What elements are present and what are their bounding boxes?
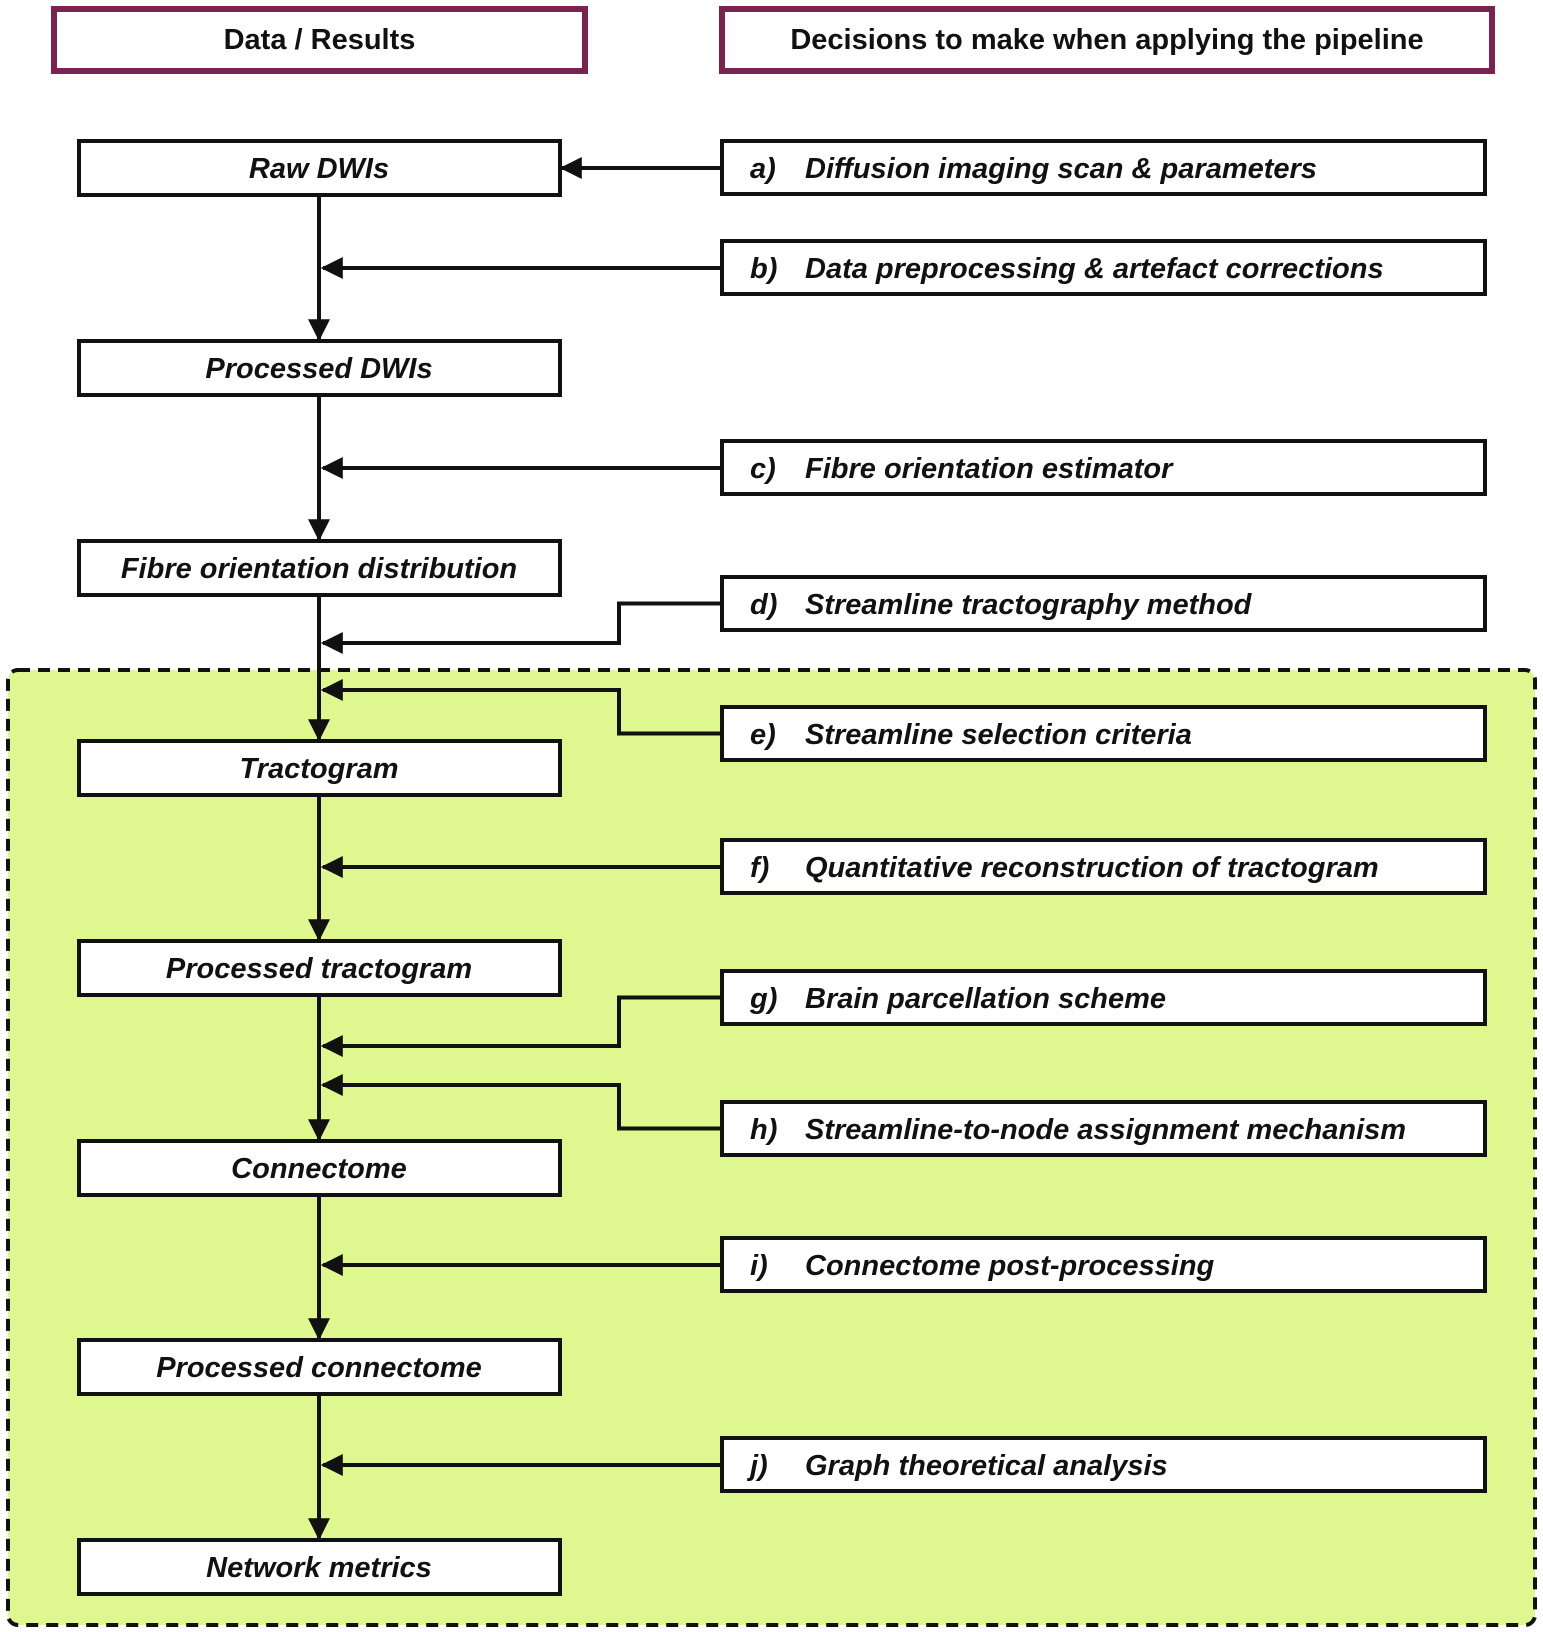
header-decisions: Decisions to make when applying the pipe… bbox=[719, 6, 1495, 74]
header-data-results: Data / Results bbox=[51, 6, 588, 74]
connector-lines bbox=[308, 157, 722, 1541]
data-box-label: Tractogram bbox=[239, 753, 398, 785]
decision-label: Streamline-to-node assignment mechanism bbox=[805, 1114, 1406, 1146]
decision-box-data-preprocessing-artefact-corrections: b) Data preprocessing & artefact correcti… bbox=[720, 239, 1487, 296]
data-box-label: Processed tractogram bbox=[166, 953, 472, 985]
decision-letter: b) bbox=[750, 253, 777, 285]
decision-box-quantitative-reconstruction-of-tractogram: f) Quantitative reconstruction of tractog… bbox=[720, 838, 1487, 895]
data-box-label: Connectome bbox=[231, 1153, 407, 1185]
decision-letter: j) bbox=[746, 1450, 768, 1482]
decision-letter: i) bbox=[750, 1250, 768, 1282]
decision-label: Connectome post-processing bbox=[805, 1250, 1215, 1282]
decision-box-diffusion-imaging-scan-parameters: a) Diffusion imaging scan & parameters bbox=[720, 139, 1487, 196]
decision-connector-d bbox=[320, 601, 722, 654]
header-decisions-label: Decisions to make when applying the pipe… bbox=[790, 24, 1423, 56]
data-box-processed-tractogram: Processed tractogram bbox=[77, 939, 562, 997]
decision-letter: d) bbox=[750, 589, 777, 621]
data-box-raw-dwis: Raw DWIs bbox=[77, 139, 562, 197]
decision-label: Streamline tractography method bbox=[805, 589, 1253, 621]
decision-letter: h) bbox=[750, 1114, 777, 1146]
data-box-fibre-orientation-distribution: Fibre orientation distribution bbox=[77, 539, 562, 597]
data-box-label: Raw DWIs bbox=[249, 153, 389, 185]
data-box-connectome: Connectome bbox=[77, 1139, 562, 1197]
decision-letter: f) bbox=[750, 852, 769, 884]
data-box-processed-connectome: Processed connectome bbox=[77, 1338, 562, 1396]
data-box-network-metrics: Network metrics bbox=[77, 1538, 562, 1596]
data-box-processed-dwis: Processed DWIs bbox=[77, 339, 562, 397]
header-data-results-label: Data / Results bbox=[224, 24, 416, 56]
decision-label: Fibre orientation estimator bbox=[805, 453, 1174, 485]
decision-box-streamline-to-node-assignment-mechanism: h) Streamline-to-node assignment mechanis… bbox=[720, 1100, 1487, 1157]
decision-letter: c) bbox=[750, 453, 776, 485]
decision-label: Brain parcellation scheme bbox=[805, 983, 1166, 1015]
decision-label: Quantitative reconstruction of tractogra… bbox=[805, 852, 1379, 884]
decision-letter: a) bbox=[750, 153, 776, 185]
data-box-label: Fibre orientation distribution bbox=[121, 553, 517, 585]
decision-box-streamline-selection-criteria: e) Streamline selection criteria bbox=[720, 705, 1487, 762]
data-box-label: Processed connectome bbox=[156, 1352, 482, 1384]
decision-label: Data preprocessing & artefact correction… bbox=[805, 253, 1384, 285]
decision-box-connectome-post-processing: i) Connectome post-processing bbox=[720, 1236, 1487, 1293]
decision-label: Diffusion imaging scan & parameters bbox=[805, 153, 1317, 185]
decision-box-streamline-tractography-method: d) Streamline tractography method bbox=[720, 575, 1487, 632]
decision-box-fibre-orientation-estimator: c) Fibre orientation estimator bbox=[720, 439, 1487, 496]
decision-letter: e) bbox=[750, 719, 776, 751]
decision-box-graph-theoretical-analysis: j) Graph theoretical analysis bbox=[720, 1436, 1487, 1493]
decision-letter: g) bbox=[749, 983, 777, 1015]
decision-connector-g bbox=[320, 995, 722, 1057]
data-box-tractogram: Tractogram bbox=[77, 739, 562, 797]
decision-label: Graph theoretical analysis bbox=[805, 1450, 1168, 1482]
decision-box-brain-parcellation-scheme: g) Brain parcellation scheme bbox=[720, 969, 1487, 1026]
decision-label: Streamline selection criteria bbox=[805, 719, 1192, 751]
decision-connector-e bbox=[320, 679, 722, 736]
decision-connector-h bbox=[320, 1074, 722, 1131]
data-box-label: Processed DWIs bbox=[205, 353, 432, 385]
data-box-label: Network metrics bbox=[206, 1552, 432, 1584]
decisions-column: a) Diffusion imaging scan & parameters b) D… bbox=[720, 139, 1487, 1493]
